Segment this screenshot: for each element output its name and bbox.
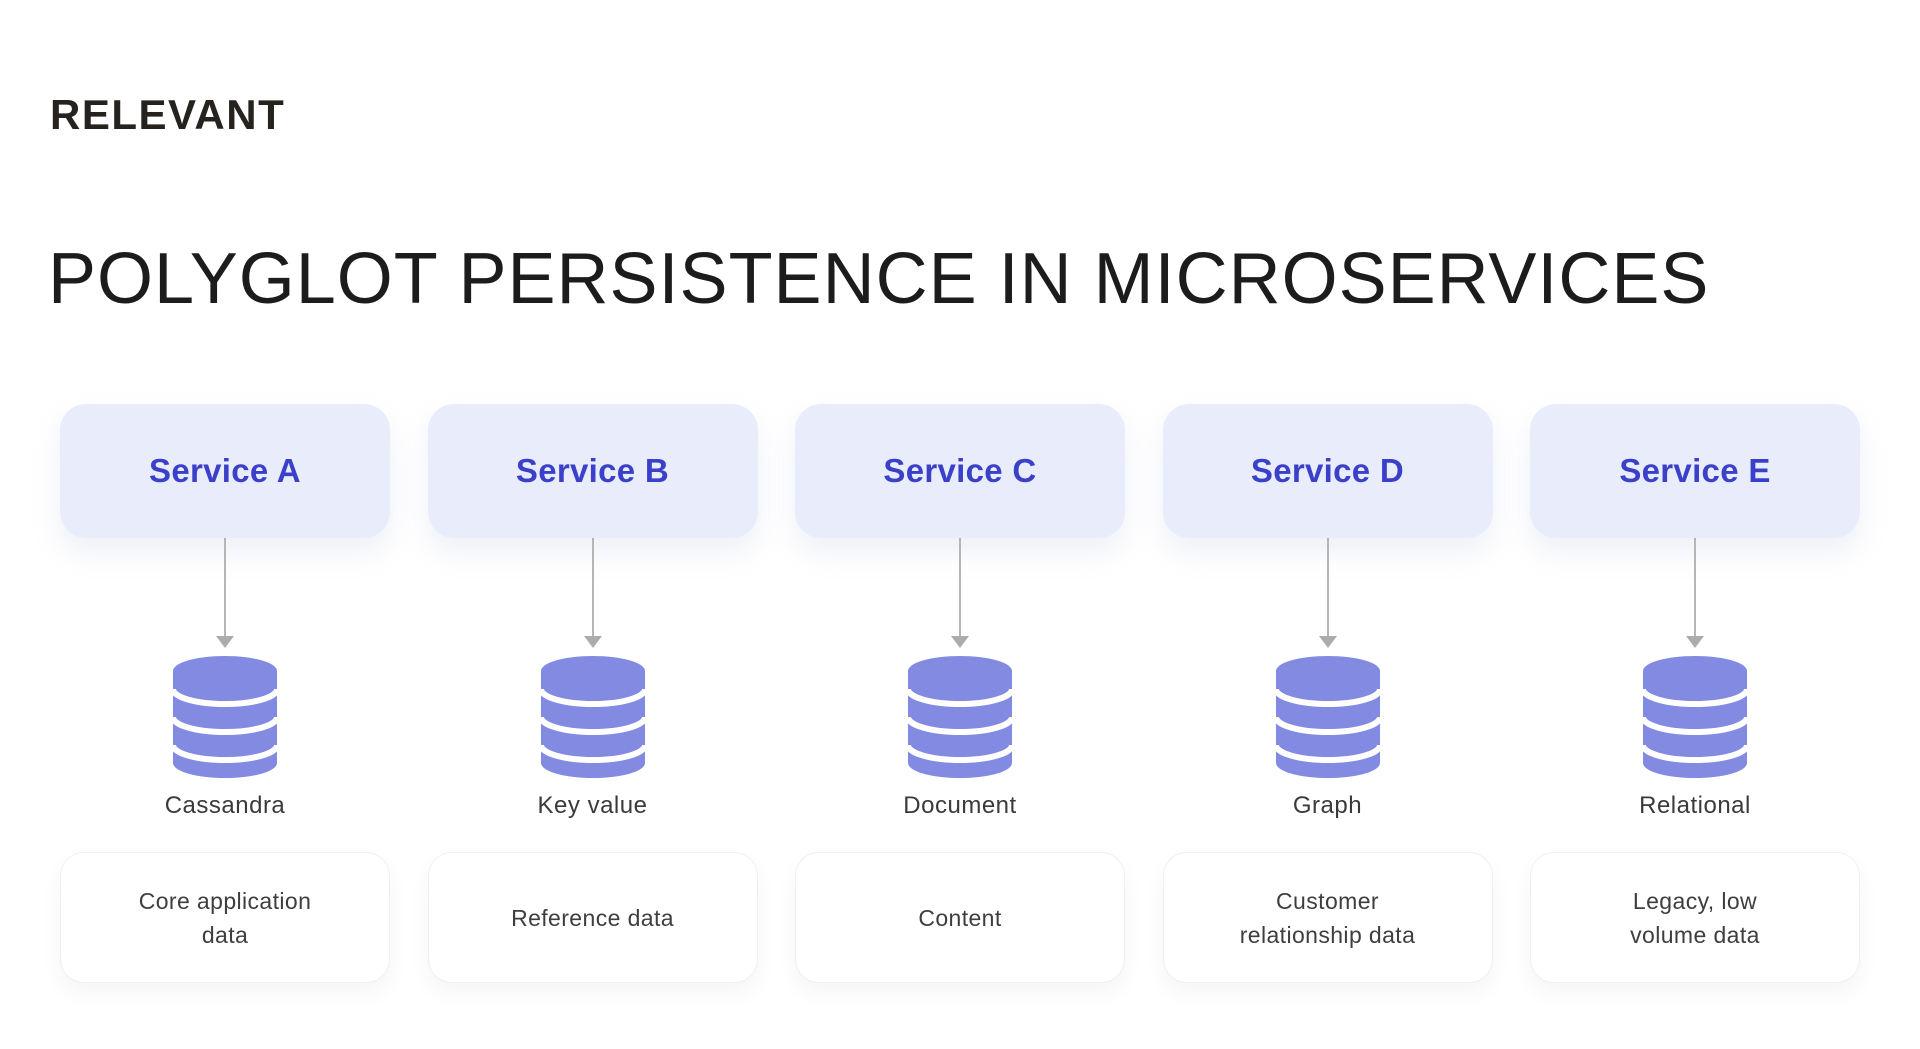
arrow-head <box>1686 636 1704 648</box>
description-line: Reference data <box>511 904 674 931</box>
arrow-head <box>216 636 234 648</box>
page-title: POLYGLOT PERSISTENCE IN MICROSERVICES <box>48 239 1710 319</box>
description-line: Core application <box>138 887 312 914</box>
data-description-card: Content <box>795 852 1125 983</box>
service-label: Service A <box>149 452 301 489</box>
service-column-e: Service E Relational Legacy, low volume … <box>1530 404 1860 983</box>
arrow-line <box>1694 538 1696 636</box>
description-line: Content <box>918 904 1002 931</box>
database-type-label: Relational <box>1639 792 1751 819</box>
service-box: Service A <box>60 404 390 538</box>
arrow-head <box>583 636 602 648</box>
arrow-down-icon <box>216 538 234 648</box>
service-label: Service D <box>1250 452 1405 489</box>
arrow-down-icon <box>951 538 969 648</box>
database-icon <box>539 656 646 778</box>
data-description-card: Legacy, low volume data <box>1530 852 1860 983</box>
arrow-down-icon <box>1318 538 1337 648</box>
service-box: Service B <box>427 404 758 538</box>
arrow-line <box>959 538 961 636</box>
description-line: Legacy, low <box>1632 887 1758 914</box>
database-type-label: Key value <box>537 792 648 819</box>
data-description-card: Core application data <box>60 852 390 983</box>
database-type-label: Cassandra <box>164 792 286 819</box>
service-box: Service E <box>1530 404 1860 538</box>
service-box: Service C <box>795 404 1125 538</box>
database-icon <box>172 656 278 778</box>
service-label: Service B <box>515 452 670 489</box>
description-line: relationship data <box>1239 921 1416 948</box>
database-icon <box>1274 656 1381 778</box>
arrow-down-icon <box>583 538 602 648</box>
arrow-line <box>591 538 594 636</box>
service-columns: Service A Cassandra Core application dat… <box>60 404 1860 983</box>
database-icon <box>907 656 1013 778</box>
arrow-down-icon <box>1686 538 1704 648</box>
description-line: data <box>201 921 249 948</box>
database-type-label: Graph <box>1292 792 1363 819</box>
data-description-card: Reference data <box>427 852 758 983</box>
service-column-d: Service D Graph Customer relationship da… <box>1162 404 1493 983</box>
arrow-head <box>1318 636 1337 648</box>
service-column-c: Service C Document Content <box>795 404 1125 983</box>
database-type-label: Document <box>903 792 1017 819</box>
database-icon <box>1642 656 1748 778</box>
arrow-line <box>1326 538 1329 636</box>
service-column-a: Service A Cassandra Core application dat… <box>60 404 390 983</box>
relevant-logo: RELEVANT <box>50 91 286 138</box>
service-column-b: Service B Key value Reference data <box>427 404 758 983</box>
data-description-card: Customer relationship data <box>1162 852 1493 983</box>
arrow-line <box>224 538 226 636</box>
description-line: volume data <box>1630 921 1760 948</box>
service-label: Service E <box>1619 452 1771 489</box>
service-box: Service D <box>1162 404 1493 538</box>
arrow-head <box>951 636 969 648</box>
description-line: Customer <box>1276 887 1379 914</box>
service-label: Service C <box>883 452 1037 489</box>
